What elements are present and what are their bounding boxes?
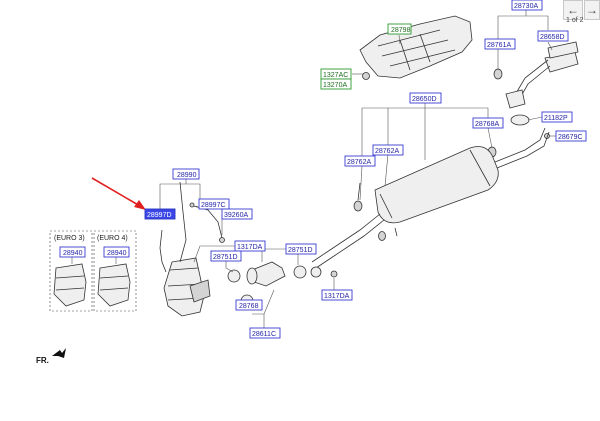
svg-text:28768A: 28768A (475, 121, 499, 128)
part-label-28611C[interactable]: 28611C (249, 327, 281, 339)
part-label-28679C[interactable]: 28679C (555, 130, 587, 142)
svg-text:28762A: 28762A (375, 148, 399, 155)
euro4-box: (EURO 4) (93, 230, 137, 312)
part-label-28768[interactable]: 28768 (235, 299, 263, 311)
svg-text:1317DA: 1317DA (237, 244, 263, 251)
front-direction-indicator: FR. (36, 348, 66, 365)
part-label-28940[interactable]: 28940 (59, 246, 86, 258)
svg-text:39260A: 39260A (224, 212, 248, 219)
svg-text:21182P: 21182P (544, 115, 568, 122)
next-page-button[interactable]: → (584, 0, 600, 20)
part-label-13270A[interactable]: 13270A (320, 78, 352, 90)
part-label-28997C[interactable]: 28997C (198, 198, 230, 210)
tail-pipe-part (505, 41, 579, 109)
gasket-ring-part (510, 114, 550, 139)
euro3-box: (EURO 3) (49, 230, 93, 312)
bolt-part (362, 72, 370, 80)
part-label-28650D[interactable]: 28650D (409, 92, 442, 104)
svg-text:28658D: 28658D (540, 34, 565, 41)
svg-text:28762A: 28762A (347, 159, 371, 166)
svg-text:28768: 28768 (239, 303, 259, 310)
svg-text:28940: 28940 (63, 250, 83, 257)
nut-part (330, 270, 338, 278)
prev-page-button[interactable]: ← (563, 0, 583, 20)
part-label-28761A[interactable]: 28761A (484, 38, 516, 50)
center-catalytic-part (246, 261, 286, 287)
svg-text:1327AC: 1327AC (323, 72, 348, 79)
part-label-28730A[interactable]: 28730A (511, 0, 543, 11)
svg-text:28650D: 28650D (412, 96, 437, 103)
part-label-28990[interactable]: 28990 (172, 168, 200, 180)
svg-text:28997D: 28997D (147, 212, 172, 219)
fr-label: FR. (36, 356, 49, 365)
part-label-1317DA[interactable]: 1317DA (321, 289, 353, 301)
svg-text:28751D: 28751D (213, 254, 238, 261)
part-label-28762A[interactable]: 28762A (344, 155, 376, 167)
part-label-1317DA[interactable]: 1317DA (234, 240, 266, 252)
part-label-39260A[interactable]: 39260A (221, 208, 253, 220)
svg-text:28940: 28940 (107, 250, 127, 257)
svg-text:28730A: 28730A (514, 3, 538, 10)
svg-text:13270A: 13270A (323, 82, 347, 89)
svg-text:28997C: 28997C (201, 202, 226, 209)
part-label-28997D-selected[interactable]: 28997D (144, 208, 176, 220)
svg-text:28990: 28990 (177, 172, 197, 179)
part-label-28751D[interactable]: 28751D (210, 250, 242, 262)
part-label-28658D[interactable]: 28658D (537, 30, 569, 42)
heat-shield-part (359, 15, 473, 79)
svg-text:28679C: 28679C (558, 134, 583, 141)
euro3-label: (EURO 3) (54, 235, 85, 242)
part-label-28798[interactable]: 28798 (387, 23, 412, 35)
svg-text:28798: 28798 (391, 27, 411, 34)
euro4-label: (EURO 4) (97, 235, 128, 242)
part-label-1327AC[interactable]: 1327AC (320, 68, 352, 80)
front-catalytic-converter-part (163, 257, 211, 317)
part-label-21182P[interactable]: 21182P (541, 111, 573, 123)
main-muffler-part (311, 127, 550, 269)
part-label-28768A[interactable]: 28768A (472, 117, 504, 129)
page-indicator: 1 of 2 (566, 17, 584, 24)
red-indicator-arrow (91, 177, 146, 210)
svg-text:28751D: 28751D (288, 247, 313, 254)
part-label-28751D[interactable]: 28751D (285, 243, 317, 255)
part-label-28940[interactable]: 28940 (103, 246, 130, 258)
svg-text:1317DA: 1317DA (324, 293, 350, 300)
svg-text:28761A: 28761A (487, 42, 511, 49)
svg-text:28611C: 28611C (252, 331, 276, 338)
part-label-28762A[interactable]: 28762A (372, 144, 404, 156)
